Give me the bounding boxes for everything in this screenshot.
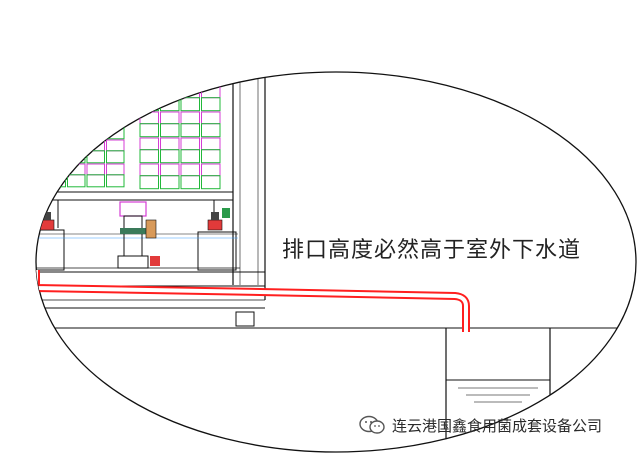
right-tank xyxy=(197,231,237,271)
focus-ellipse xyxy=(35,71,637,453)
right-valve xyxy=(207,208,230,231)
platform xyxy=(39,191,234,201)
watermark-text: 连云港国鑫食用菌成套设备公司 xyxy=(392,416,603,435)
drain-pipe xyxy=(36,270,470,332)
left-valve xyxy=(39,212,55,231)
mushroom-rack-left xyxy=(47,91,125,188)
wechat-logo-icon xyxy=(359,415,385,434)
drain-height-note: 排口高度必然高于室外下水道 xyxy=(282,238,582,263)
center-pump xyxy=(117,201,160,269)
watermark: 连云港国鑫食用菌成套设备公司 xyxy=(358,413,602,437)
left-tank xyxy=(36,229,65,271)
mushroom-rack-right xyxy=(139,72,221,190)
room-floor xyxy=(36,271,266,287)
wall-fitting xyxy=(235,311,255,327)
